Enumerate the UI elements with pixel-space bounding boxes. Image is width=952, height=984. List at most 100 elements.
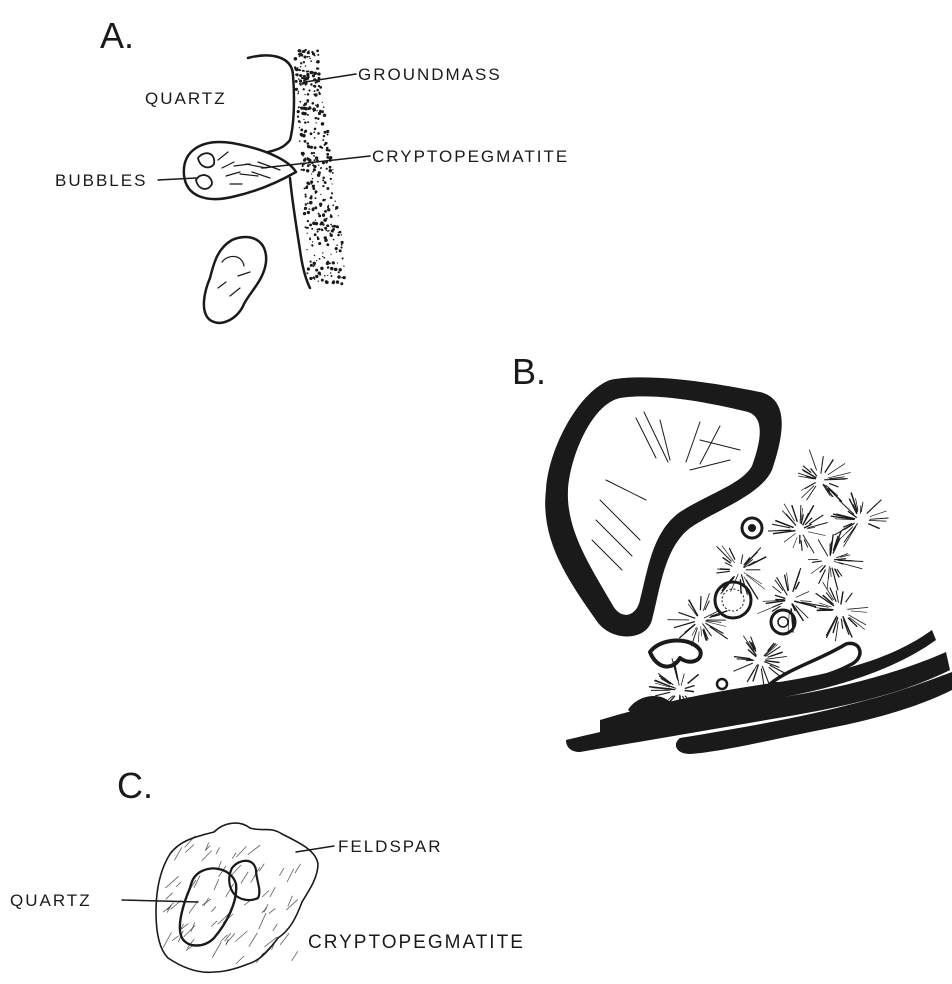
fibre-stroke (765, 661, 779, 663)
stipple-dot (312, 164, 314, 166)
stipple-dot (310, 132, 313, 135)
stipple-dot (312, 276, 315, 279)
hatch-stroke (211, 907, 216, 912)
hatch-stroke (211, 921, 217, 927)
stipple-dot (307, 157, 309, 159)
fibre-stroke (868, 524, 880, 529)
stipple-dot (300, 84, 302, 86)
stipple-dot (314, 90, 316, 92)
spherulite-medium (715, 582, 751, 618)
stipple-dot (318, 85, 320, 87)
stipple-dot (318, 68, 320, 70)
stipple-dot (313, 110, 315, 112)
stipple-dot (306, 185, 308, 187)
stipple-dot (300, 169, 302, 171)
stipple-dot (321, 279, 324, 282)
stipple-dot (332, 183, 333, 184)
stipple-dot (313, 264, 315, 266)
stipple-dot (310, 164, 311, 165)
stipple-dot (311, 228, 313, 230)
stipple-dot (308, 208, 310, 210)
stipple-dot (298, 91, 300, 93)
stipple-dot (306, 249, 307, 250)
hatch-stroke (249, 933, 258, 947)
stipple-dot (315, 193, 316, 194)
stipple-dot (335, 247, 338, 250)
bubbles-label: BUBBLES (55, 171, 147, 190)
stipple-dot (341, 234, 342, 235)
stipple-dot (311, 183, 313, 185)
stipple-dot (329, 169, 333, 173)
stipple-dot (305, 203, 307, 205)
stipple-dot (312, 185, 315, 188)
stipple-dot (316, 110, 317, 111)
stipple-dot (300, 128, 303, 131)
stipple-dot (327, 225, 330, 228)
stipple-dot (297, 110, 300, 113)
fibre-stroke (800, 601, 811, 602)
fibre-stroke (800, 505, 801, 523)
panel-b-letter: B. (512, 351, 546, 392)
stipple-dot (324, 210, 327, 213)
fibre-stroke (869, 520, 887, 521)
stipple-dot (301, 82, 303, 84)
fibre-stroke (825, 459, 834, 472)
fibre-stroke (681, 674, 684, 686)
panel-a: A. GROUNDMASS QUARTZ CRYPTOPEGMATITE BUB… (55, 15, 569, 323)
stipple-dot (328, 205, 329, 206)
stipple-dot (322, 179, 324, 181)
stipple-dot (327, 208, 330, 211)
fibre-stroke (819, 609, 833, 610)
stipple-dot (321, 110, 324, 113)
stipple-dot (313, 85, 315, 87)
stipple-dot (329, 262, 331, 264)
spherulite-small-2 (771, 610, 795, 634)
stipple-dot (316, 89, 319, 92)
stipple-dot (310, 180, 313, 183)
stipple-dot (310, 83, 312, 85)
fibre-stroke (847, 607, 868, 609)
stipple-dot (312, 171, 314, 173)
stipple-dot (330, 234, 333, 237)
stipple-dot (303, 75, 306, 78)
stipple-dot (342, 277, 344, 279)
quartz-leader-c (122, 900, 198, 902)
fibre-stroke (829, 483, 838, 487)
stipple-dot (323, 106, 325, 108)
fibre-stroke (769, 667, 780, 676)
stipple-dot (309, 56, 311, 58)
stipple-dot (314, 54, 316, 56)
hatch-stroke (214, 879, 219, 890)
stipple-dot (339, 231, 342, 234)
stipple-dot (318, 213, 320, 215)
fibre-stroke (700, 596, 701, 610)
hatch-stroke (172, 936, 179, 941)
stipple-dot (299, 140, 301, 142)
hatch-stroke (167, 903, 174, 910)
stipple-dot (332, 268, 333, 269)
fibre-stroke (734, 657, 751, 659)
stipple-dot (316, 260, 317, 261)
hatch-stroke (232, 853, 236, 859)
hatch-stroke (248, 845, 260, 855)
stipple-dot (307, 203, 309, 205)
stipple-dot (315, 222, 318, 225)
stipple-dot (318, 93, 320, 95)
stipple-dot (332, 261, 335, 264)
stipple-dot (295, 80, 298, 83)
fibre-stroke (772, 586, 781, 593)
stipple-dot (316, 61, 318, 63)
fibre-stroke (870, 511, 887, 517)
hatch-stroke (259, 864, 264, 872)
stipple-dot (335, 208, 337, 210)
stipple-dot (295, 68, 298, 71)
stipple-dot (328, 157, 331, 160)
stipple-dot (331, 275, 333, 277)
stipple-dot (316, 50, 319, 53)
fibre-stroke (784, 533, 796, 542)
hatch-stroke (176, 882, 181, 887)
stipple-dot (313, 131, 315, 133)
stipple-dot (320, 194, 321, 195)
fibre-stroke (809, 450, 816, 471)
